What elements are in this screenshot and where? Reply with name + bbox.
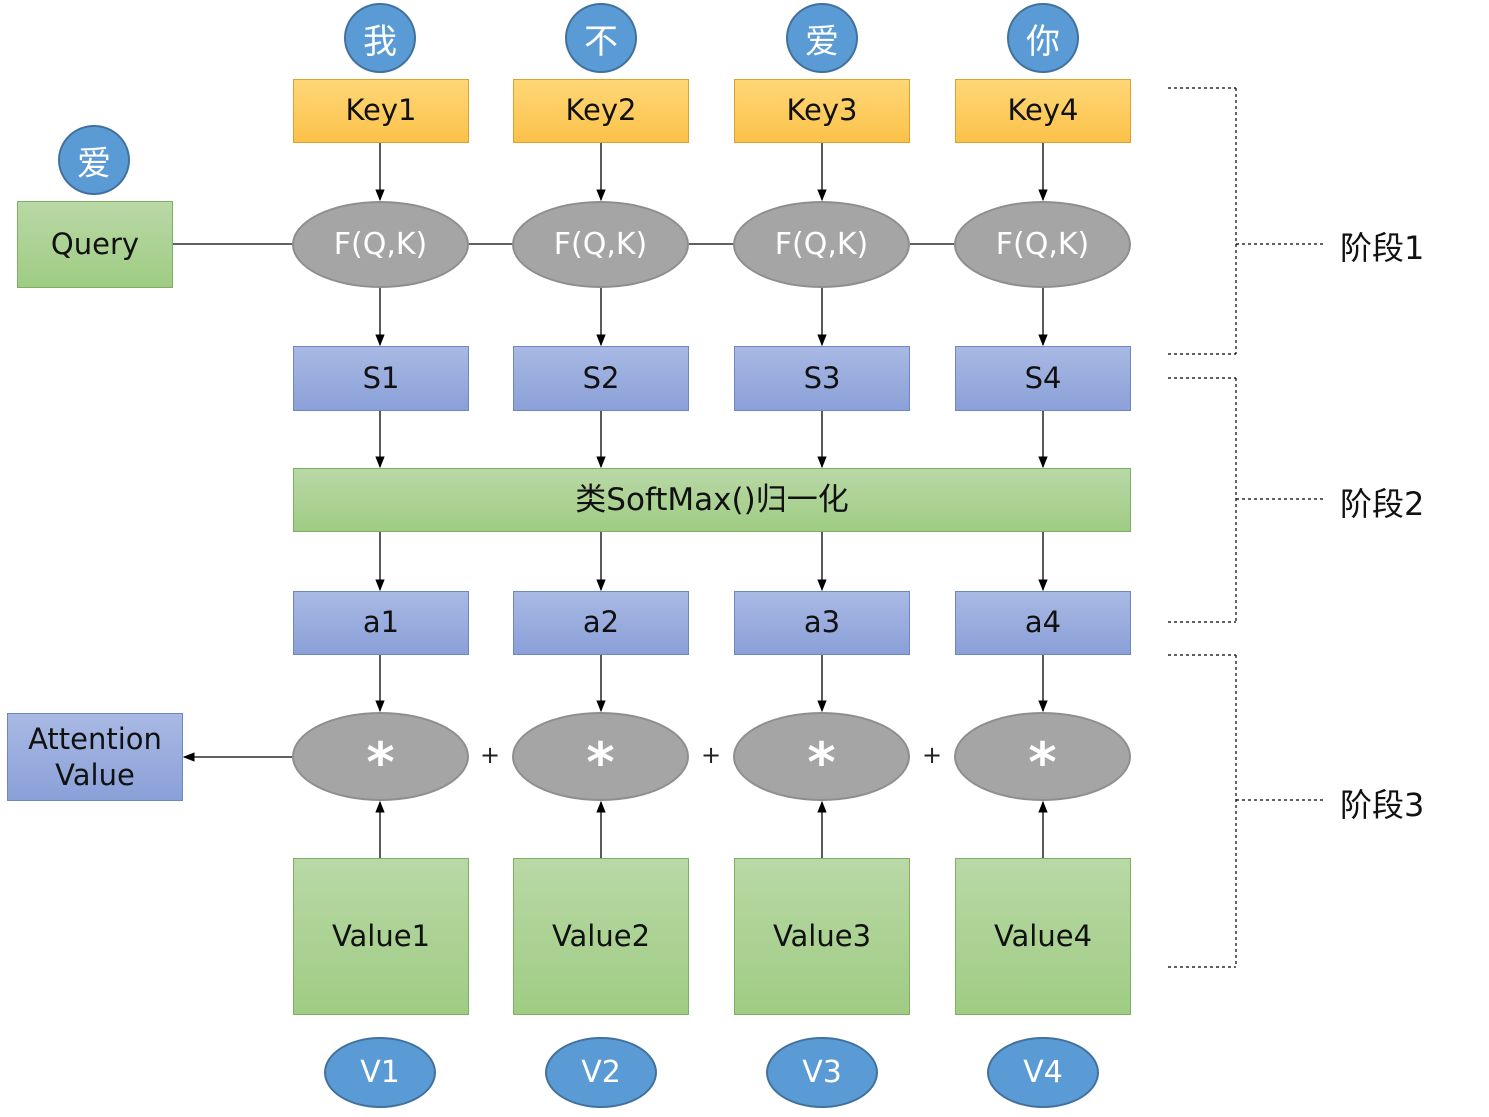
score-function-4: F(Q,K) (954, 201, 1131, 288)
score-box-1: S1 (293, 346, 469, 411)
multiply-symbol: * (807, 730, 836, 794)
value-tag-4: V4 (987, 1037, 1099, 1108)
multiply-symbol: * (366, 730, 395, 794)
key-box-3: Key3 (734, 79, 910, 143)
token-circle-4: 你 (1007, 3, 1079, 73)
token-circle-3: 爱 (786, 3, 858, 73)
score-function-3: F(Q,K) (733, 201, 910, 288)
value-box-1: Value1 (293, 858, 469, 1015)
multiply-node-1: * (292, 712, 469, 801)
value-box-4: Value4 (955, 858, 1131, 1015)
multiply-node-2: * (512, 712, 689, 801)
score-box-3: S3 (734, 346, 910, 411)
weight-box-2: a2 (513, 591, 689, 655)
stage-label-1: 阶段1 (1340, 229, 1425, 267)
score-box-4: S4 (955, 346, 1131, 411)
weight-box-1: a1 (293, 591, 469, 655)
weight-box-4: a4 (955, 591, 1131, 655)
stage-label-3: 阶段3 (1340, 786, 1425, 824)
score-box-2: S2 (513, 346, 689, 411)
value-box-3: Value3 (734, 858, 910, 1015)
key-box-1: Key1 (293, 79, 469, 143)
score-function-2: F(Q,K) (512, 201, 689, 288)
value-tag-3: V3 (766, 1037, 878, 1108)
value-tag-2: V2 (545, 1037, 657, 1108)
plus-sign-2: + (700, 741, 722, 769)
plus-sign-1: + (479, 741, 501, 769)
value-tag-1: V1 (324, 1037, 436, 1108)
multiply-symbol: * (1028, 730, 1057, 794)
multiply-node-4: * (954, 712, 1131, 801)
token-circle-2: 不 (565, 3, 637, 73)
attention-value-line-1: Attention (28, 721, 162, 756)
attention-value-line-2: Value (55, 758, 135, 792)
key-box-4: Key4 (955, 79, 1131, 143)
multiply-symbol: * (586, 730, 615, 794)
multiply-node-3: * (733, 712, 910, 801)
weight-box-3: a3 (734, 591, 910, 655)
token-circle-1: 我 (344, 3, 416, 73)
plus-sign-3: + (921, 741, 943, 769)
query-token-circle: 爱 (58, 125, 130, 195)
softmax-box: 类SoftMax()归一化 (293, 468, 1131, 532)
stage-label-2: 阶段2 (1340, 485, 1425, 523)
score-function-1: F(Q,K) (292, 201, 469, 288)
value-box-2: Value2 (513, 858, 689, 1015)
query-box: Query (17, 201, 173, 288)
key-box-2: Key2 (513, 79, 689, 143)
attention-value-box: Attention Value (7, 713, 183, 801)
